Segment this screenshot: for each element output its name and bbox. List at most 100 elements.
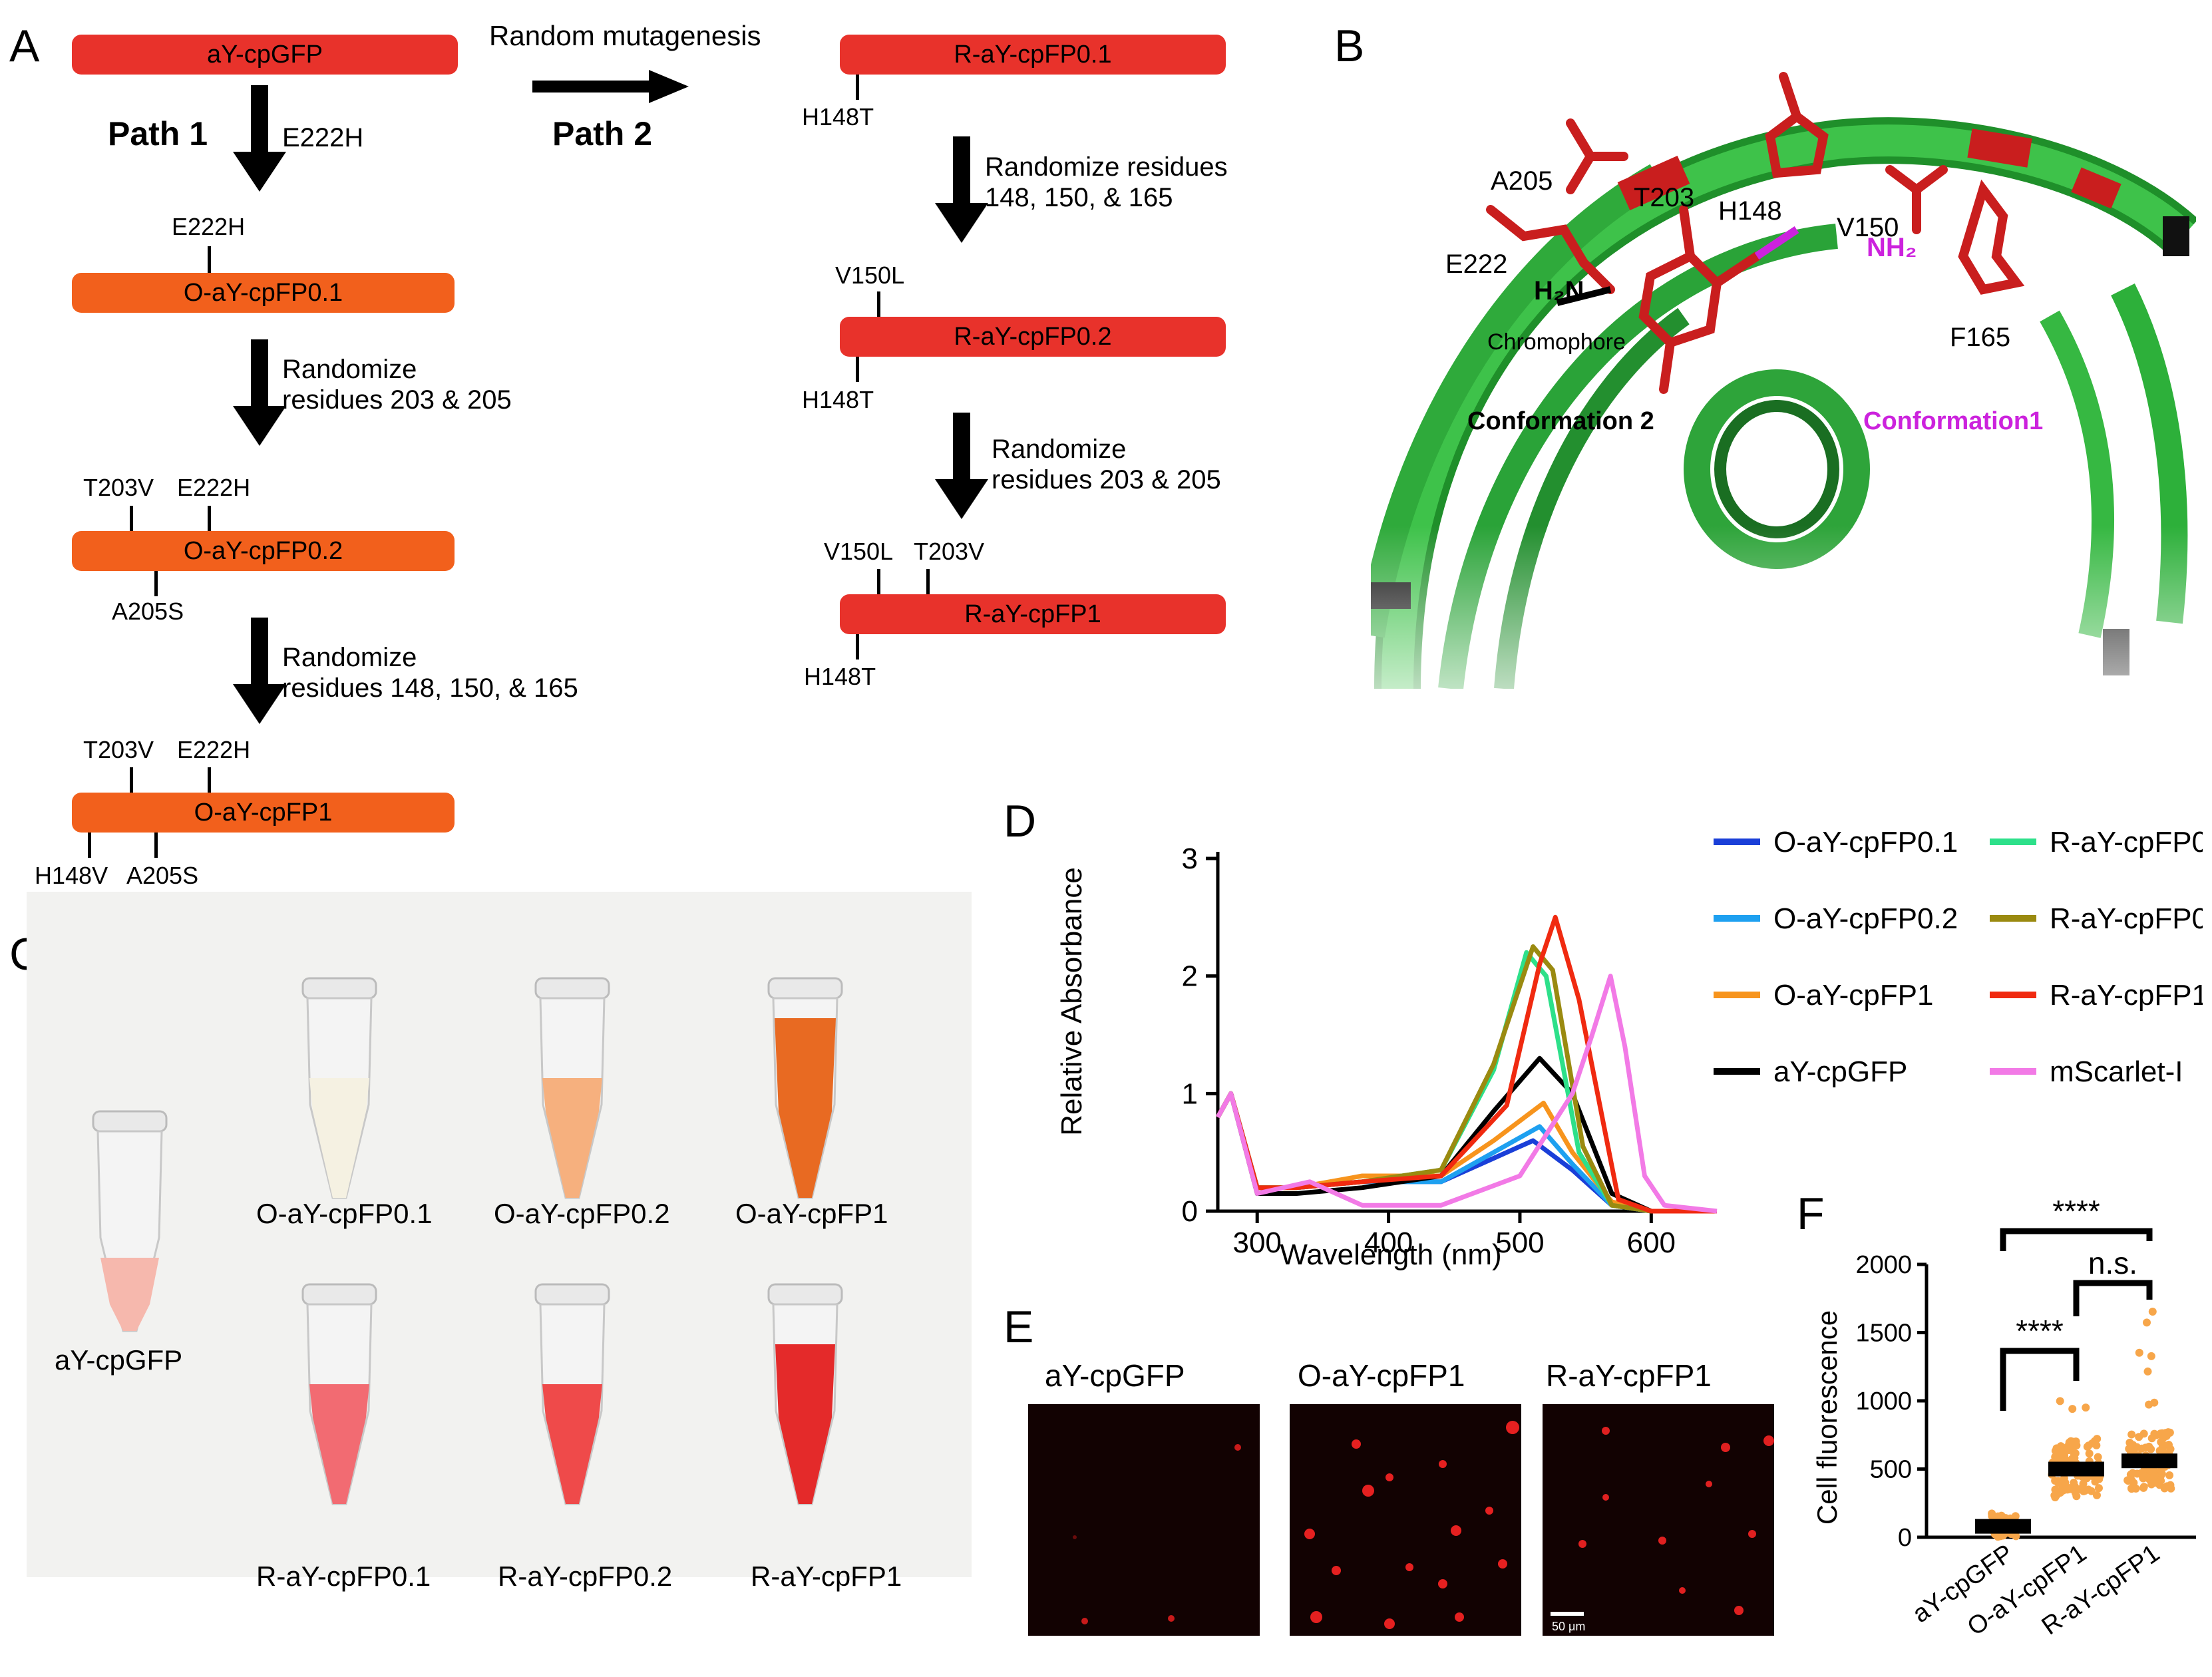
tube-photo-image [92,977,843,1505]
data-point [2148,1467,2157,1475]
mutation-label: E222H [172,213,246,240]
legend-label: O-aY-cpFP0.2 [1773,902,1958,935]
data-point [2085,1449,2094,1458]
tube-label: R-aY-cpFP0.1 [256,1561,431,1592]
data-point [2160,1483,2169,1492]
construct-bar-r1: R-aY-cpFP1 [840,594,1226,634]
mean-bar [2048,1461,2104,1477]
conformation2-label: Conformation 2 [1467,407,1654,435]
path1-label: Path 1 [108,115,208,152]
mutation-label: H148T [802,103,874,130]
mutation-label: V150L [835,262,905,289]
mutation-tick [856,75,859,100]
data-point [2129,1484,2138,1493]
micrograph-image [1290,1404,1521,1636]
y-tick-label: 3 [1182,842,1198,875]
micrograph-image [1028,1404,1260,1636]
tube-label: R-aY-cpFP0.2 [498,1561,673,1592]
data-point [2081,1486,2090,1495]
y-tick-label: 0 [1898,1524,1912,1552]
micrograph-title: O-aY-cpFP1 [1298,1358,1465,1393]
mutation-label: A205S [126,862,199,889]
down-arrow-icon [233,85,286,192]
mutation-label: H148T [804,663,876,690]
h2n-label: H₂N [1534,276,1584,305]
conformation1-label: Conformation1 [1863,407,2043,435]
down-arrow-icon [935,413,988,519]
legend-label: R-aY-cpFP1 [2050,979,2203,1012]
data-point [2056,1488,2065,1497]
right-arrow-icon [532,70,689,103]
legend-label: O-aY-cpFP1 [1773,979,1933,1012]
tube-label: O-aY-cpFP1 [735,1198,888,1229]
mutation-tick [154,833,158,858]
tube-label: O-aY-cpFP0.1 [256,1198,433,1229]
data-point [2147,1352,2155,1360]
mutation-label: T203V [83,736,154,763]
significance-label: **** [2016,1314,2064,1348]
down-arrow-icon [935,136,988,243]
data-point [2148,1307,2157,1316]
mutation-tick [926,569,930,594]
x-tick-label: 500 [1495,1226,1544,1259]
residue-label: V150 [1837,213,1899,242]
data-point [2064,1445,2073,1454]
residue-label: A205 [1491,166,1553,196]
tube-label: R-aY-cpFP1 [751,1561,902,1592]
data-point [2135,1433,2143,1441]
construct-bar-o01: O-aY-cpFP0.1 [72,273,455,313]
data-point [2065,1438,2074,1447]
data-point [2150,1429,2159,1438]
y-tick-label: 1000 [1855,1388,1912,1415]
scale-bar-label: 50 μm [1552,1620,1585,1633]
panel-label-a: A [9,21,40,71]
step-label: Randomize residues 148, 150, & 165 [985,152,1228,212]
step-label: Randomize residues 203 & 205 [992,435,1221,494]
mutation-label: T203V [83,474,154,501]
protein-structure-image: A205 T203 H148 V150 E222 F165 H₂N NH₂ Ch… [1371,37,2196,689]
data-point [2145,1475,2154,1484]
data-point [2072,1492,2081,1501]
random-mutagenesis-label: Random mutagenesis [489,20,761,51]
legend-label: R-aY-cpFP0.2 [2050,902,2203,935]
y-tick-label: 1500 [1855,1320,1912,1348]
y-axis-label: Relative Absorbance [1055,867,1088,1136]
construct-bar-o1: O-aY-cpFP1 [72,793,455,833]
mean-bar [1975,1519,2031,1534]
mutation-tick [208,246,211,273]
mutation-tick [856,634,859,659]
data-point [2088,1439,2096,1448]
data-point [2145,1442,2153,1451]
path2-label: Path 2 [552,115,653,152]
mutation-label: E222H [177,736,251,763]
construct-bar-o02: O-aY-cpFP0.2 [72,531,455,571]
panel-label-b: B [1334,21,1365,71]
y-tick-label: 0 [1182,1195,1198,1228]
construct-bar-r02: R-aY-cpFP0.2 [840,317,1226,357]
mutation-tick [856,357,859,382]
down-arrow-icon [233,618,286,724]
down-arrow-icon [233,339,286,446]
nh2-label: NH₂ [1867,233,1917,262]
y-tick-label: 500 [1870,1456,1912,1484]
mutation-tick [208,767,211,793]
mutation-tick [877,569,880,594]
data-point [2142,1318,2151,1327]
construct-bar-start: aY-cpGFP [72,35,458,75]
data-point [2095,1475,2104,1483]
mutation-tick [154,571,158,596]
data-point [2154,1478,2163,1487]
data-point [2128,1469,2137,1477]
data-point [2145,1400,2153,1409]
data-point [2137,1444,2146,1453]
data-point [2165,1471,2174,1479]
mutation-label: V150L [824,538,894,565]
x-axis-label: Wavelength (nm) [1280,1238,1501,1271]
step-label: Randomize residues 148, 150, & 165 [282,643,578,703]
significance-bracket [2073,1280,2153,1316]
x-tick-label: 300 [1232,1226,1281,1259]
data-point [2092,1491,2101,1499]
mutation-label: E222H [177,474,251,501]
data-point [2060,1453,2069,1462]
data-point [2082,1403,2090,1412]
